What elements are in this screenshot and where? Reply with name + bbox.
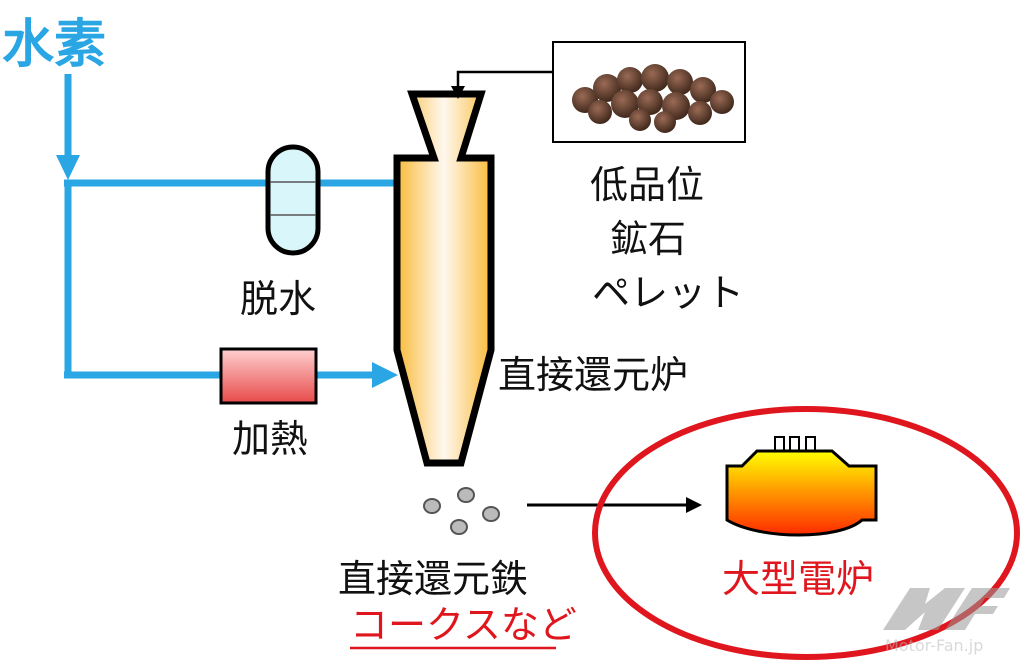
heater [219,347,318,405]
watermark-logo: Motor-Fan.jp [883,588,1010,655]
watermark-text: Motor-Fan.jp [885,636,983,655]
ore-label-line-2: 鉱石 [610,217,686,261]
feed-line [456,70,553,90]
heating-label: 加熱 [232,417,308,461]
hydrogen-label: 水素 [2,15,106,75]
ore-label-line-1: 低品位 [590,163,704,207]
electric-arc-furnace [725,449,878,537]
dri-label: 直接還元鉄 [338,557,528,601]
arrow-down-icon [56,155,80,180]
shaft-furnace [393,90,495,467]
dri-particles [423,487,500,535]
electrodes [774,436,816,452]
ore-label-line-3: ペレット [592,271,744,315]
replaced-label: コークスなど [350,603,577,647]
dehydration-label: 脱水 [240,277,316,321]
pellets [572,64,734,133]
highlight-circle [592,406,1020,660]
arrow-down-icon [451,86,465,99]
arrow-right-icon [686,497,702,513]
dehydrator-vessel [265,144,321,256]
arrow-right-icon [372,362,398,388]
shaft-furnace-label: 直接還元炉 [498,353,688,397]
eaf-label: 大型電炉 [722,557,874,601]
hydrogen-pipes [64,74,398,379]
